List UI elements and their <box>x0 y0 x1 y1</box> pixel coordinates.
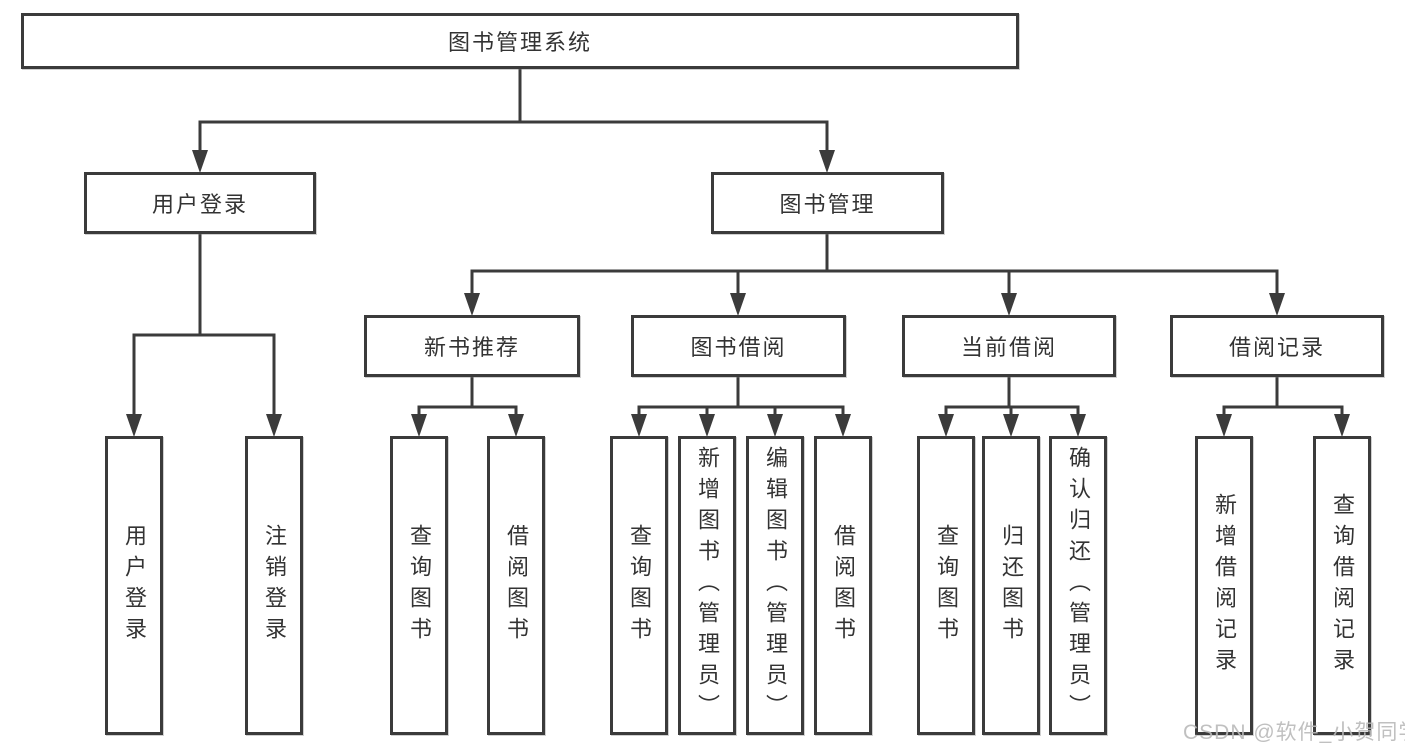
leaf-label: 借阅图书 <box>831 523 856 648</box>
leaf-label: 编辑图书（管理员） <box>763 446 788 725</box>
leaf-label: 借阅图书 <box>504 523 529 648</box>
leaf-return-books: 归还图书 <box>982 436 1040 735</box>
leaf-label: 查询图书 <box>407 523 432 648</box>
leaf-label: 查询借阅记录 <box>1330 492 1355 679</box>
leaf-label: 新增图书（管理员） <box>695 446 720 725</box>
leaf-label: 归还图书 <box>999 523 1024 648</box>
leaf-user-login: 用户登录 <box>105 436 163 735</box>
leaf-borrow-books: 借阅图书 <box>814 436 872 735</box>
leaf-label: 注销登录 <box>262 523 287 648</box>
leaf-logout: 注销登录 <box>245 436 303 735</box>
leaf-query-books-borrow: 查询图书 <box>610 436 668 735</box>
node-label: 借阅记录 <box>1228 335 1325 360</box>
node-current-borrowing: 当前借阅 <box>902 315 1116 377</box>
node-label: 图书管理系统 <box>447 30 592 55</box>
leaf-borrow-books-newbook: 借阅图书 <box>487 436 545 735</box>
leaf-edit-books-admin: 编辑图书（管理员） <box>746 436 804 735</box>
leaf-add-books-admin: 新增图书（管理员） <box>678 436 736 735</box>
node-label: 图书借阅 <box>690 335 787 360</box>
leaf-query-books-current: 查询图书 <box>917 436 975 735</box>
node-library-management-system: 图书管理系统 <box>21 13 1019 69</box>
node-book-borrowing: 图书借阅 <box>631 315 846 377</box>
csdn-watermark: CSDN @软件_小贺同学 <box>1183 721 1405 744</box>
node-book-management: 图书管理 <box>711 172 944 234</box>
node-label: 图书管理 <box>779 192 876 217</box>
node-label: 当前借阅 <box>960 335 1057 360</box>
leaf-add-borrow-record: 新增借阅记录 <box>1195 436 1253 735</box>
node-label: 新书推荐 <box>423 335 520 360</box>
node-borrowing-records: 借阅记录 <box>1170 315 1384 377</box>
leaf-label: 查询图书 <box>934 523 959 648</box>
leaf-label: 新增借阅记录 <box>1212 492 1237 679</box>
node-new-book-recommendation: 新书推荐 <box>364 315 580 377</box>
node-label: 用户登录 <box>151 192 248 217</box>
leaf-label: 确认归还（管理员） <box>1066 446 1091 725</box>
connector-arrowheads <box>126 150 1350 437</box>
leaf-label: 查询图书 <box>627 523 652 648</box>
leaf-confirm-return-admin: 确认归还（管理员） <box>1049 436 1107 735</box>
leaf-label: 用户登录 <box>122 523 147 648</box>
connector-spines <box>132 66 1344 418</box>
leaf-query-borrow-record: 查询借阅记录 <box>1313 436 1371 735</box>
node-user-login: 用户登录 <box>84 172 316 234</box>
leaf-query-books-newbook: 查询图书 <box>390 436 448 735</box>
